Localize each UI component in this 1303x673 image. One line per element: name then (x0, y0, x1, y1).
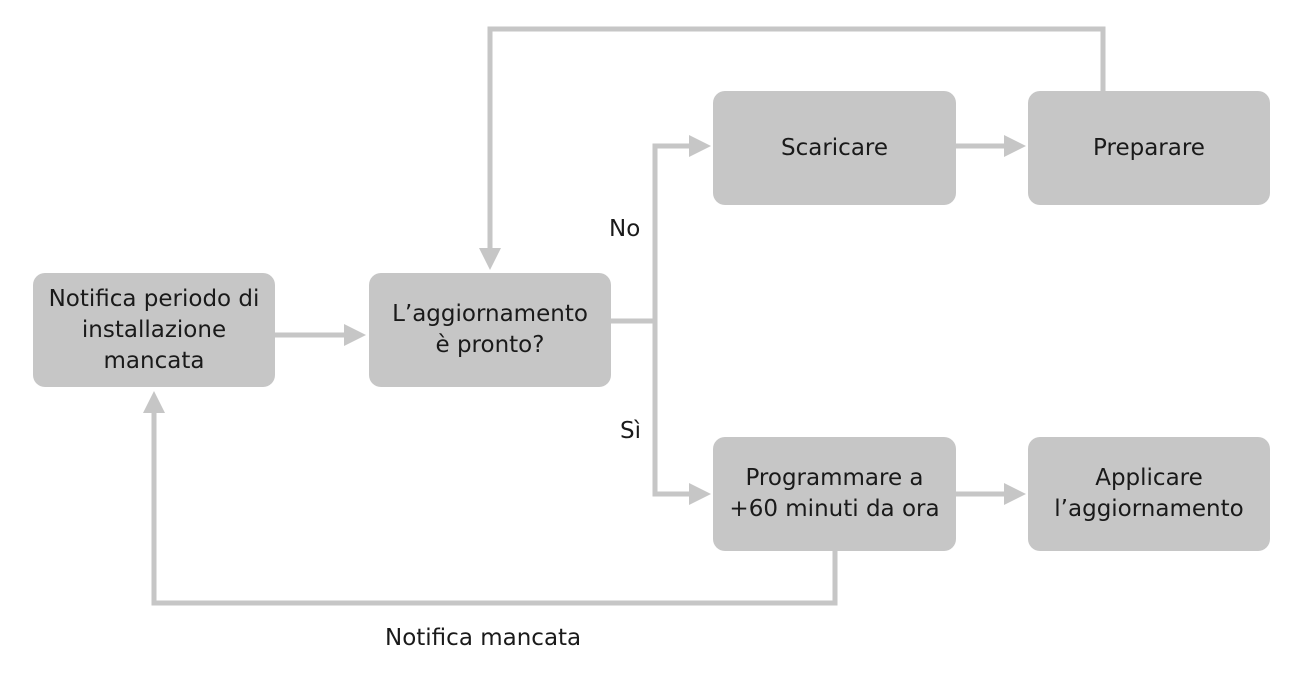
arrowhead-loop-to-notifica (143, 391, 165, 413)
arrowhead-to-applicare (1004, 483, 1026, 505)
arrowhead-to-pronto (344, 324, 366, 346)
node-aggiornamento-pronto: L’aggiornamento è pronto? (369, 273, 611, 387)
edge-label-notifica-mancata: Notifica mancata (385, 625, 582, 651)
node-notifica-periodo-mancata: Notifica periodo di installazione mancat… (33, 273, 275, 387)
arrowhead-to-programmare (689, 483, 711, 505)
edge-label-no: No (609, 216, 641, 242)
edge-preparare-loop-to-pronto (487, 26, 1106, 251)
edge-label-si: Sì (620, 418, 641, 444)
node-scaricare: Scaricare (713, 91, 956, 205)
edge-programmare-loop-to-notifica (151, 410, 838, 606)
node-preparare: Preparare (1028, 91, 1270, 205)
edge-branch-vertical (652, 143, 690, 497)
arrowhead-to-scaricare (689, 135, 711, 157)
node-programmare: Programmare a +60 minuti da ora (713, 437, 956, 551)
arrowhead-loop-to-pronto (479, 248, 501, 270)
node-applicare-aggiornamento: Applicare l’aggiornamento (1028, 437, 1270, 551)
arrowhead-to-preparare (1004, 135, 1026, 157)
